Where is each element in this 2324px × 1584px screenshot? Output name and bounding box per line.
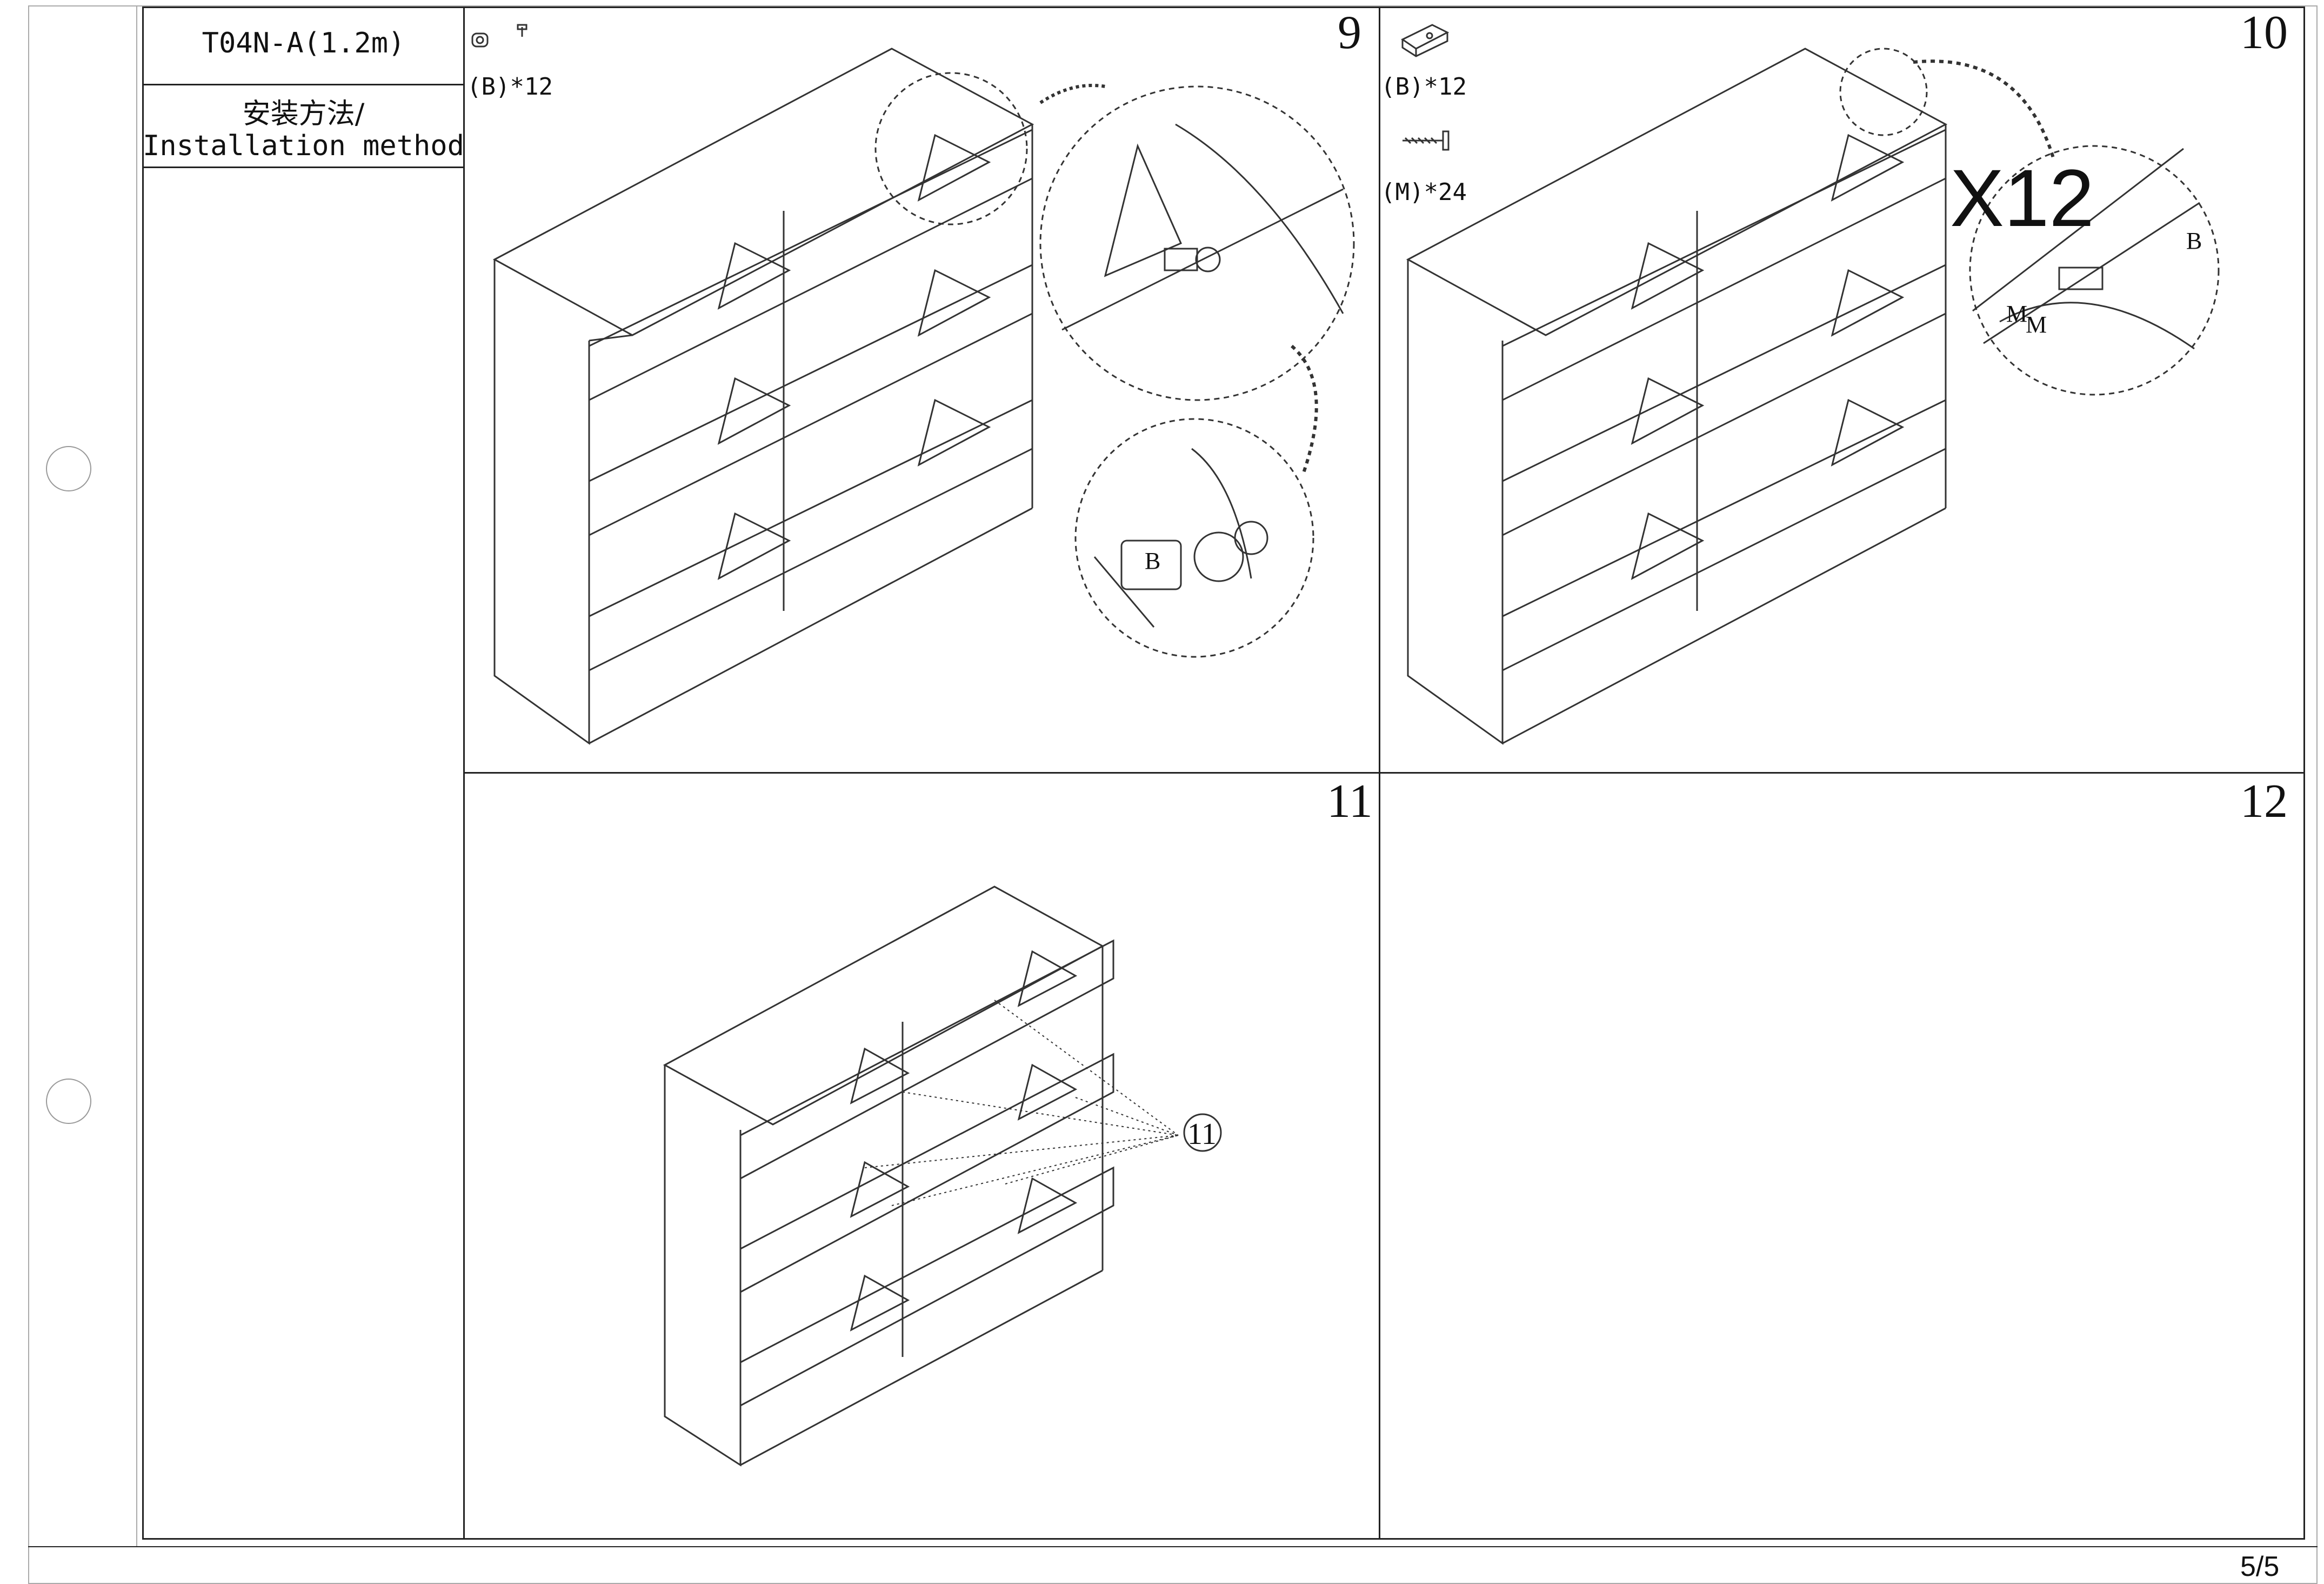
step-number: 11 [1327,775,1373,828]
detail-circle [874,72,1028,225]
step-number: 10 [2240,6,2288,59]
outer-border [28,5,2318,1584]
leader-lines [864,1000,1179,1206]
header-row-line [142,167,465,168]
part-label: (M)*24 [1381,178,1467,206]
hinge-block-icon [1401,24,1450,57]
dashed-connector [1291,344,1318,476]
detail-circle [1839,48,1928,136]
page-number: 5/5 [2240,1551,2280,1582]
multiplier-label: X12 [1950,152,2094,243]
model-title: T04N-A(1.2m) [202,27,405,59]
section-title-en: Installation method [143,130,464,162]
dashed-connector [1913,59,2055,160]
callout-label: M [2006,301,2028,327]
detail-callout-small [1074,418,1314,658]
section-title-cn: 安装方法/ [242,98,365,130]
callout-label: 11 [1187,1117,1217,1151]
callout-circle [1183,1113,1222,1152]
cam-lock-icon [471,24,527,48]
callout-label: B [1145,548,1161,574]
callout-label: M [2026,311,2047,338]
step-number: 12 [2240,775,2288,828]
shoe-cabinet-illustration [492,48,1034,745]
shoe-cabinet-illustration [663,886,1114,1467]
punch-hole [46,1079,91,1124]
header-row-line [142,84,465,85]
part-label: (B)*12 [1381,73,1467,101]
detail-callout-large [1039,84,1355,401]
step-number: 9 [1338,6,1361,59]
binding-margin-line [136,5,137,1546]
callout-label: B [2186,228,2202,254]
shoe-cabinet-illustration [1406,48,1948,745]
detail-callout-large [1969,145,2220,396]
grid-divider-horizontal [463,772,2305,774]
screw-icon [1403,130,1450,151]
punch-hole [46,446,91,491]
part-label: (B)*12 [467,73,553,101]
footer-line [28,1546,2318,1547]
